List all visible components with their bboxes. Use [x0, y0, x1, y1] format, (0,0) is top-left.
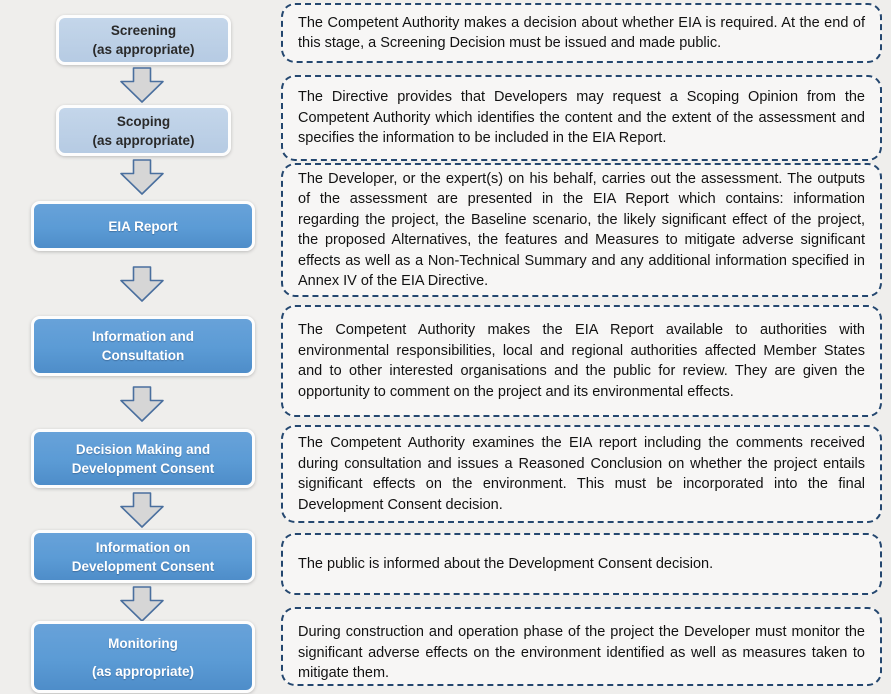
description-text: During construction and operation phase … [298, 624, 865, 681]
flow-step-label: EIA Report [108, 218, 178, 234]
description-box-information-and-consultation: The Competent Authority makes the EIA Re… [281, 305, 882, 417]
flow-step-sublabel: Consultation [101, 348, 185, 363]
description-text: The public is informed about the Develop… [298, 555, 714, 572]
description-text: The Competent Authority makes the EIA Re… [298, 322, 865, 400]
description-box-information-on-development-consent: The public is informed about the Develop… [281, 533, 882, 595]
description-text: The Competent Authority makes a decision… [298, 14, 865, 52]
description-box-decision-making: The Competent Authority examines the EIA… [281, 425, 882, 523]
description-box-eia-report: The Developer, or the expert(s) on his b… [281, 163, 882, 297]
flow-step-scoping: Scoping (as appropriate) [56, 105, 231, 156]
arrow-down-icon [120, 159, 164, 195]
description-text: The Competent Authority examines the EIA… [298, 435, 865, 513]
flow-step-label: Screening [110, 23, 177, 38]
flow-step-information-and-consultation: Information and Consultation [31, 316, 255, 376]
flow-step-sublabel: Development Consent [71, 460, 215, 476]
flow-step-decision-making: Decision Making and Development Consent [31, 429, 255, 488]
flow-step-sublabel: Development Consent [71, 558, 215, 574]
flow-step-information-on-development-consent: Information on Development Consent [31, 530, 255, 583]
description-box-screening: The Competent Authority makes a decision… [281, 3, 882, 63]
flow-step-label: Monitoring [108, 635, 178, 651]
flow-step-label: Information on [95, 539, 191, 555]
arrow-down-icon [120, 386, 164, 422]
description-box-scoping: The Directive provides that Developers m… [281, 75, 882, 161]
flow-step-label: Information and [92, 329, 194, 344]
description-text: The Directive provides that Developers m… [298, 89, 865, 147]
flow-step-screening: Screening (as appropriate) [56, 15, 231, 65]
arrow-down-icon [120, 586, 164, 622]
flow-step-label: Decision Making and [75, 441, 211, 457]
flow-step-label: Scoping [116, 113, 171, 129]
flow-step-eia-report: EIA Report [31, 201, 255, 251]
flow-step-sublabel: (as appropriate) [91, 663, 195, 679]
flow-step-sublabel: (as appropriate) [92, 132, 195, 148]
flow-step-sublabel: (as appropriate) [92, 42, 195, 57]
arrow-down-icon [120, 67, 164, 103]
description-text: The Developer, or the expert(s) on his b… [298, 170, 865, 290]
description-box-monitoring: During construction and operation phase … [281, 607, 882, 686]
arrow-down-icon [120, 492, 164, 528]
flow-step-monitoring: Monitoring (as appropriate) [31, 621, 255, 693]
arrow-down-icon [120, 266, 164, 302]
